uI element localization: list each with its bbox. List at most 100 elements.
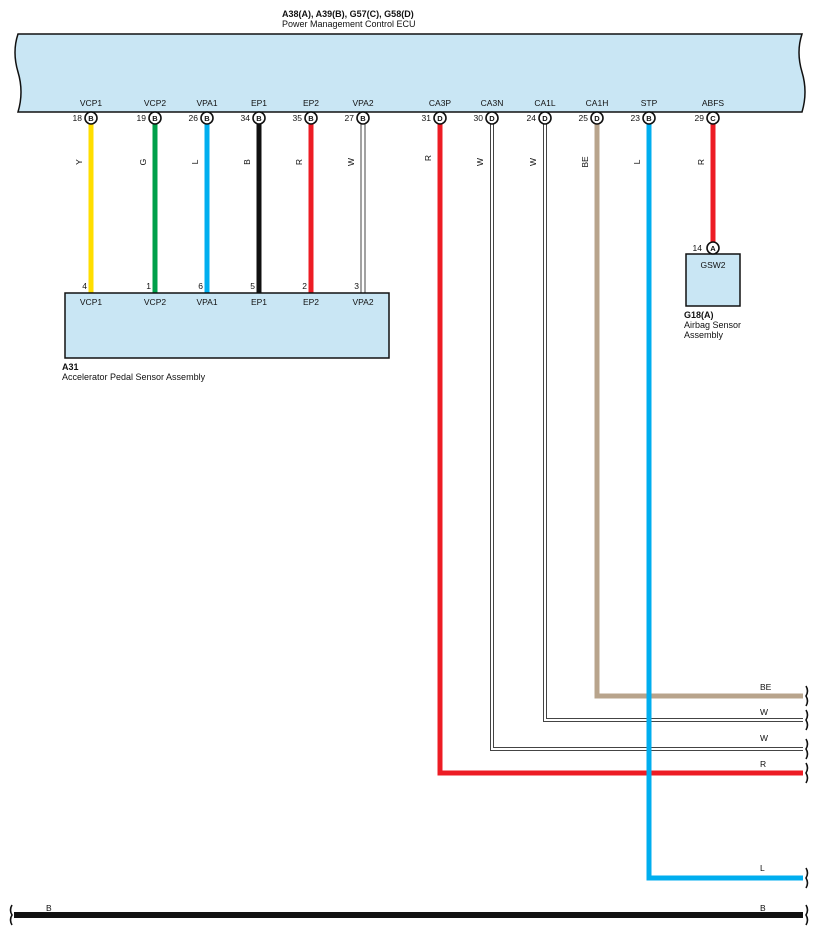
ecu-connector-letter-vcp2: B — [152, 114, 158, 123]
pedal-sensor-id: A31 — [62, 362, 79, 372]
wire-color-label-ep2: R — [294, 159, 304, 165]
wire-color-label-abfs: R — [696, 159, 706, 165]
ecu-terminal-ca1l — [538, 111, 552, 125]
ecu-pin-number-ca3n: 30 — [474, 113, 484, 123]
ecu-pin-label-vpa2: VPA2 — [352, 98, 373, 108]
cont-label-be: BE — [760, 682, 772, 692]
ecu-pin-label-vpa1: VPA1 — [196, 98, 217, 108]
ecu-pin-label-ca1h: CA1H — [586, 98, 609, 108]
ecu-connector-letter-ca3p: D — [437, 114, 443, 123]
continuation-brace — [9, 904, 13, 926]
pedal-pin-number-vpa1: 6 — [198, 281, 203, 291]
ecu-pin-number-ep2: 35 — [293, 113, 303, 123]
ecu-terminal-stp — [642, 111, 656, 125]
ecu-terminal-vpa2 — [356, 111, 370, 125]
ecu-pin-label-ep2: EP2 — [303, 98, 319, 108]
ecu-terminal-abfs — [706, 111, 720, 125]
pedal-pin-number-vcp1: 4 — [82, 281, 87, 291]
ecu-pin-label-ca3p: CA3P — [429, 98, 452, 108]
airbag-sensor-name-1: Airbag Sensor — [684, 320, 741, 330]
ecu-pin-label-ca3n: CA3N — [481, 98, 504, 108]
wire-color-label-ca1h: BE — [580, 156, 590, 168]
wire-color-label-stp: L — [632, 159, 642, 164]
ecu-pin-number-vpa2: 27 — [345, 113, 355, 123]
airbag-sensor-body — [685, 253, 741, 307]
pedal-pin-label-vcp2: VCP2 — [144, 297, 166, 307]
airbag-connector-circle — [706, 241, 720, 255]
airbag-sensor-name-2: Assembly — [684, 330, 724, 340]
ecu-connector-letter-ca1h: D — [594, 114, 600, 123]
ecu-terminal-vcp2 — [148, 111, 162, 125]
ecu-pin-number-ca3p: 31 — [422, 113, 432, 123]
wire-color-label-ep1: B — [242, 159, 252, 165]
ecu-connector-letter-vpa2: B — [360, 114, 366, 123]
ecu-pin-number-ca1h: 25 — [579, 113, 589, 123]
wire-ca3p — [437, 124, 803, 776]
continuation-brace — [805, 762, 809, 784]
ecu-connector-letter-vpa1: B — [204, 114, 210, 123]
wire-ca1l — [544, 124, 803, 721]
continuation-brace — [805, 709, 809, 731]
ecu-connector-letter-ep2: B — [308, 114, 314, 123]
airbag-sensor-id: G18(A) — [684, 310, 714, 320]
ecu-body — [14, 33, 806, 113]
wire-color-label-vcp1: Y — [74, 159, 84, 165]
ecu-terminal-ca1h — [590, 111, 604, 125]
ecu-connector-letter-stp: B — [646, 114, 652, 123]
wire-ca1l-outline — [543, 124, 803, 722]
wire-color-label-vpa1: L — [190, 159, 200, 164]
ecu-connector-letter-ca3n: D — [489, 114, 495, 123]
wire-ca1h — [594, 124, 803, 699]
ecu-connector-letter-ep1: B — [256, 114, 262, 123]
pedal-sensor-name: Accelerator Pedal Sensor Assembly — [62, 372, 206, 382]
ecu-pin-label-ep1: EP1 — [251, 98, 267, 108]
wire-color-label-ca1l: W — [528, 158, 538, 166]
pedal-pin-label-vpa2: VPA2 — [352, 297, 373, 307]
wire-color-label-vcp2: G — [138, 159, 148, 166]
ecu-pin-number-abfs: 29 — [695, 113, 705, 123]
cont-label-b-left: B — [46, 903, 52, 913]
wire-ca3n — [491, 124, 803, 750]
wire-stp — [646, 124, 803, 881]
ecu-connector-letter-abfs: C — [710, 114, 716, 123]
ecu-connector-letter-vcp1: B — [88, 114, 94, 123]
pedal-pin-number-vpa2: 3 — [354, 281, 359, 291]
ecu-pin-number-ep1: 34 — [241, 113, 251, 123]
continuation-brace — [805, 738, 809, 760]
pedal-pin-label-vpa1: VPA1 — [196, 297, 217, 307]
continuation-braces — [9, 685, 809, 926]
wire-color-label-ca3n: W — [475, 158, 485, 166]
continuation-brace — [805, 904, 809, 926]
ecu-terminal-ca3p — [433, 111, 447, 125]
ecu-pin-label-vcp1: VCP1 — [80, 98, 102, 108]
ecu-pin-number-vcp1: 18 — [73, 113, 83, 123]
wire-color-label-vpa2: W — [346, 158, 356, 166]
ecu-pin-label-ca1l: CA1L — [534, 98, 556, 108]
ecu-connectors-title: A38(A), A39(B), G57(C), G58(D) — [282, 9, 414, 19]
pedal-sensor-body — [64, 292, 390, 359]
cont-label-r: R — [760, 759, 766, 769]
ecu-pin-number-vpa1: 26 — [189, 113, 199, 123]
cont-label-w1: W — [760, 707, 768, 717]
ecu-name: Power Management Control ECU — [282, 19, 416, 29]
pedal-pin-number-ep2: 2 — [302, 281, 307, 291]
ecu-pin-number-stp: 23 — [631, 113, 641, 123]
cont-label-b-right: B — [760, 903, 766, 913]
ecu-pin-number-vcp2: 19 — [137, 113, 147, 123]
ecu-pin-number-ca1l: 24 — [527, 113, 537, 123]
continuation-brace — [805, 685, 809, 707]
cont-label-l: L — [760, 863, 765, 873]
pedal-pin-label-vcp1: VCP1 — [80, 297, 102, 307]
pedal-pin-label-ep2: EP2 — [303, 297, 319, 307]
wire-color-label-ca3p: R — [423, 155, 433, 161]
airbag-connector-letter: A — [710, 244, 716, 253]
pedal-pin-label-ep1: EP1 — [251, 297, 267, 307]
ecu-terminal-ca3n — [485, 111, 499, 125]
ecu-terminal-ep1 — [252, 111, 266, 125]
cont-label-w2: W — [760, 733, 768, 743]
ecu-pin-label-vcp2: VCP2 — [144, 98, 166, 108]
airbag-pin-number: 14 — [693, 243, 703, 253]
airbag-signal-label: GSW2 — [700, 260, 725, 270]
